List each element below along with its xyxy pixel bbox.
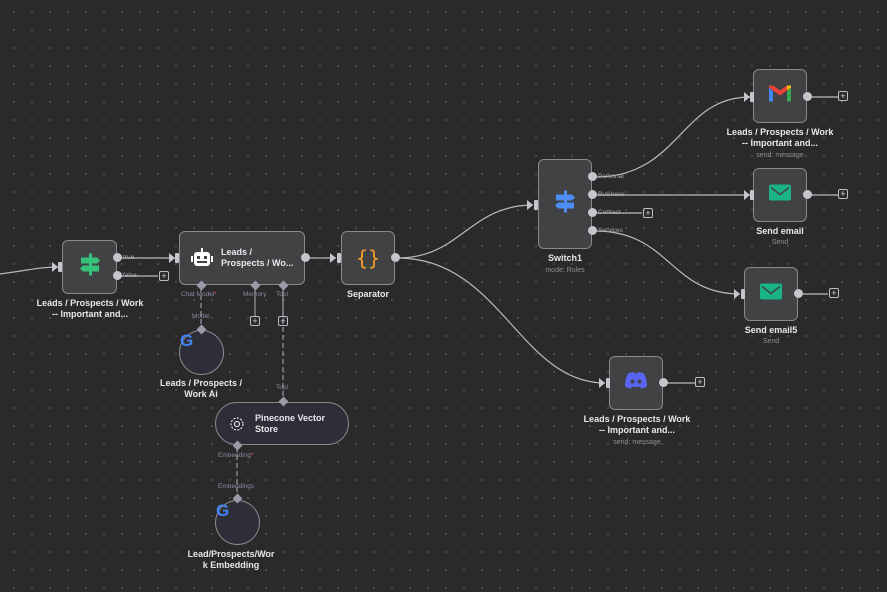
model-port-label: Model: [192, 313, 210, 320]
if-output-false-handle[interactable]: [113, 271, 122, 280]
pinecone-title: Pinecone Vector Store: [255, 413, 326, 434]
if-node-label: Leads / Prospects / Work -- Important an…: [36, 298, 144, 319]
send-email-node[interactable]: [753, 168, 807, 222]
wire-switch-personal-gmail: [594, 96, 751, 178]
wire-separator-discord: [397, 257, 606, 384]
switch-node[interactable]: [538, 159, 592, 249]
contact-label: Contact: [598, 209, 621, 216]
ai-agent-title: Leads / Prospects / Wo...: [221, 247, 294, 268]
switch-output-contact[interactable]: [588, 208, 597, 217]
if-false-add-button[interactable]: +: [159, 271, 169, 281]
gmail-input-handle[interactable]: [750, 92, 754, 102]
switch-label: Switch1: [547, 253, 582, 263]
if-node[interactable]: [62, 240, 117, 294]
send-email-label: Send email: [756, 226, 804, 236]
discord-input-handle[interactable]: [606, 378, 610, 388]
envelope-icon: [760, 283, 782, 305]
gmail-node[interactable]: [753, 69, 807, 123]
wire-switch-services-sendemail5: [594, 230, 741, 295]
gmail-icon: [768, 85, 792, 108]
wire-separator-switch: [397, 204, 534, 259]
switch-input-handle[interactable]: [534, 200, 538, 210]
gmail-label: Leads / Prospects / Work -- Important an…: [726, 127, 834, 148]
google-icon: G: [216, 501, 230, 520]
switch-output-services[interactable]: [588, 226, 597, 235]
contact-add-button[interactable]: +: [643, 208, 653, 218]
discord-output-handle[interactable]: [659, 378, 668, 387]
agent-input-handle[interactable]: [175, 253, 179, 263]
switch-output-business[interactable]: [588, 190, 597, 199]
embedding-port-label: Embedding*: [218, 452, 254, 459]
agent-output-handle[interactable]: [301, 253, 310, 262]
services-label: Services: [598, 227, 623, 234]
envelope-icon: [769, 184, 791, 206]
send-email5-add-button[interactable]: +: [829, 288, 839, 298]
send-email-input-handle[interactable]: [750, 190, 754, 200]
if-false-label: false: [123, 272, 137, 279]
separator-input-handle[interactable]: [337, 253, 341, 263]
personal-label: Personal: [598, 173, 624, 180]
if-true-label: true: [123, 254, 135, 261]
send-email-output-handle[interactable]: [803, 190, 812, 199]
discord-label: Leads / Prospects / Work -- Important an…: [583, 414, 691, 435]
memory-port-label: Memory: [243, 291, 267, 298]
embedding-label: Lead/Prospects/Wor k Embedding: [187, 549, 275, 570]
discord-add-button[interactable]: +: [695, 377, 705, 387]
if-signpost-icon: [79, 253, 101, 282]
wire-incoming-if: [0, 266, 59, 275]
gemini-chat-model-node[interactable]: G: [179, 330, 224, 375]
send-email-add-button[interactable]: +: [838, 189, 848, 199]
discord-icon: [624, 372, 648, 395]
separator-label: Separator: [346, 289, 390, 299]
send-email5-input-handle[interactable]: [741, 289, 745, 299]
if-output-true-handle[interactable]: [113, 253, 122, 262]
pinecone-icon: [229, 416, 245, 437]
separator-node[interactable]: {}: [341, 231, 395, 285]
send-email5-label: Send email5: [744, 325, 798, 335]
separator-output-handle[interactable]: [391, 253, 400, 262]
gmail-add-button[interactable]: +: [838, 91, 848, 101]
google-icon: G: [180, 331, 194, 350]
tool-add-button[interactable]: +: [278, 316, 288, 326]
switch-subtitle: mode: Rules: [545, 267, 585, 274]
robot-icon: [191, 248, 213, 273]
memory-add-button[interactable]: +: [250, 316, 260, 326]
business-label: Business: [598, 191, 625, 198]
embeddings-port-label: Embeddings: [218, 483, 255, 490]
switch-output-personal[interactable]: [588, 172, 597, 181]
pinecone-vector-store-node[interactable]: Pinecone Vector Store: [215, 402, 349, 445]
send-email-subtitle: Send: [771, 239, 789, 246]
discord-subtitle: send: message: [613, 439, 661, 446]
gmail-output-handle[interactable]: [803, 92, 812, 101]
gemini-embedding-node[interactable]: G: [215, 500, 260, 545]
gemini-model-label: Leads / Prospects / Work Ai: [159, 378, 243, 399]
discord-node[interactable]: [609, 356, 663, 410]
ai-agent-node[interactable]: Leads / Prospects / Wo...: [179, 231, 305, 285]
gmail-subtitle: send: message: [756, 152, 804, 159]
chat-model-port-label: Chat Model*: [181, 291, 217, 298]
send-email5-output-handle[interactable]: [794, 289, 803, 298]
switch-signpost-icon: [554, 190, 576, 219]
send-email5-node[interactable]: [744, 267, 798, 321]
braces-icon: {}: [355, 246, 381, 270]
send-email5-subtitle: Send: [762, 338, 780, 345]
pinecone-tool-port-label: Tool: [276, 384, 288, 391]
if-input-handle[interactable]: [58, 262, 62, 272]
tool-port-label: Tool: [276, 291, 288, 298]
